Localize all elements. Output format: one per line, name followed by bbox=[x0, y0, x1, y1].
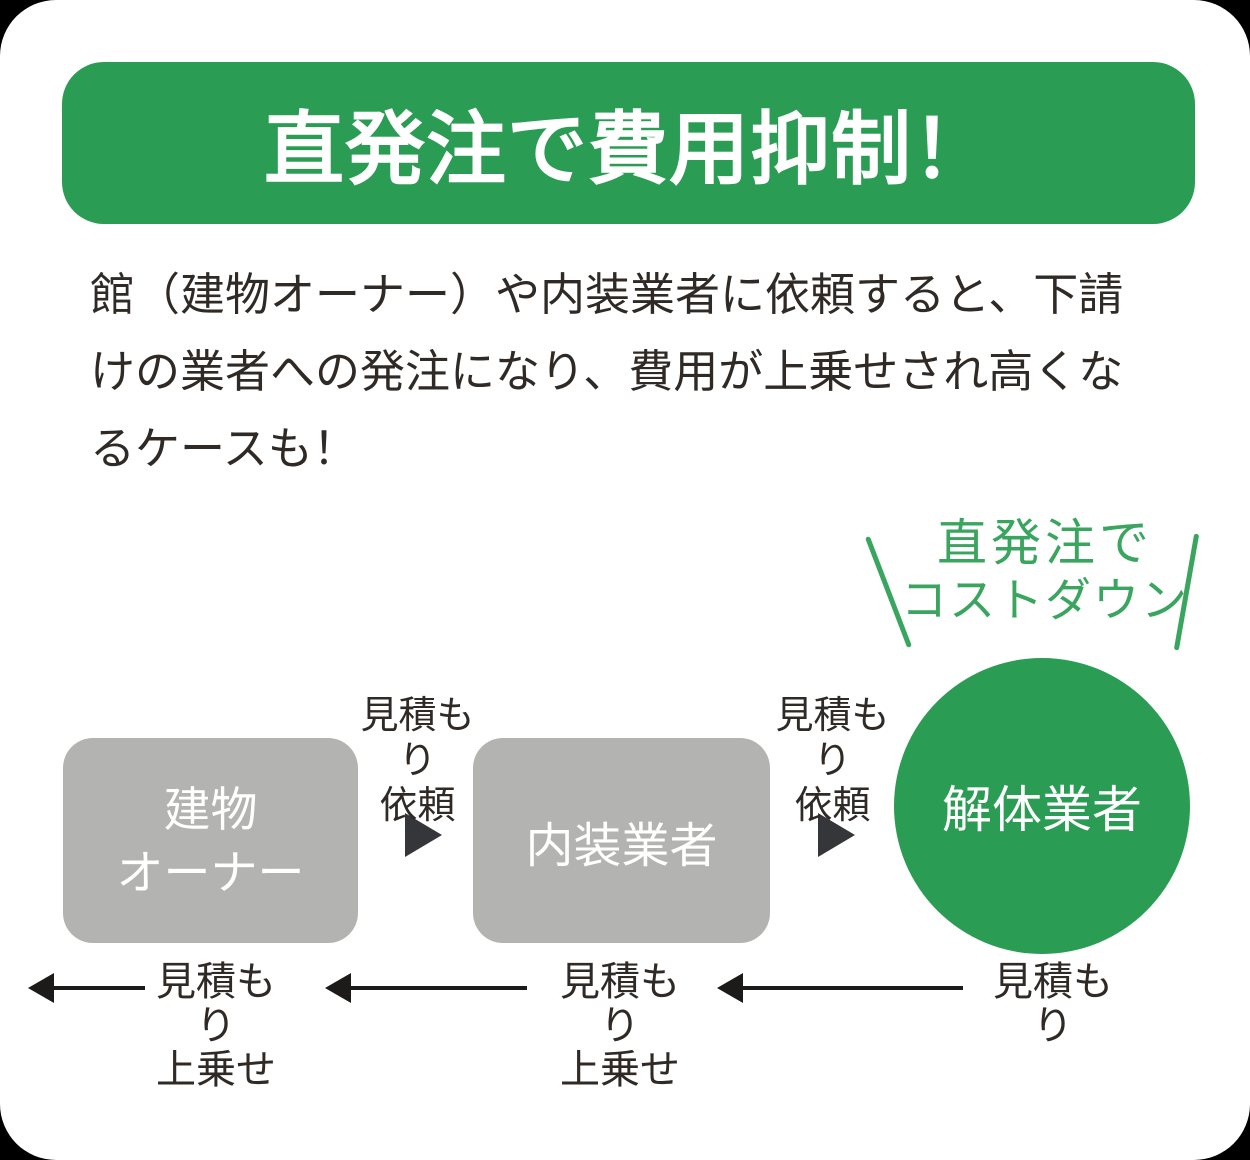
quote-request-label: 見積もり 依頼 bbox=[345, 694, 490, 829]
quote-label: 見積もり bbox=[978, 960, 1128, 1048]
quote-request-label: 見積もり 依頼 bbox=[760, 694, 905, 829]
label-line: 依頼 bbox=[379, 785, 456, 827]
intro-line: けの業者への発注になり、費用が上乗せされ高くな bbox=[90, 346, 1124, 397]
label-line: 見積もり bbox=[560, 960, 680, 1048]
arrow-right-icon bbox=[405, 813, 442, 857]
label-line: 上乗せ bbox=[560, 1048, 680, 1092]
label-line: 見積もり bbox=[993, 960, 1113, 1048]
arrow-shaft bbox=[54, 986, 145, 990]
arrow-right-icon bbox=[818, 813, 855, 857]
cost-down-callout: 直発注で コストダウン bbox=[880, 514, 1210, 628]
node-label: オーナー bbox=[116, 845, 305, 899]
node-label: 解体業者 bbox=[942, 782, 1142, 838]
title-banner: 直発注で費用抑制！ bbox=[62, 62, 1195, 224]
callout-line: コストダウン bbox=[901, 574, 1189, 626]
intro-text: 館（建物オーナー）や内装業者に依頼すると、下請 けの業者への発注になり、費用が上… bbox=[90, 256, 1190, 487]
arrow-shaft bbox=[743, 986, 963, 990]
label-line: 依頼 bbox=[794, 785, 871, 827]
arrow-left-icon bbox=[325, 973, 527, 1003]
node-label: 建物 bbox=[163, 782, 258, 836]
label-line: 見積もり bbox=[360, 695, 475, 782]
arrow-head bbox=[28, 973, 54, 1003]
node-label: 内装業者 bbox=[525, 819, 718, 873]
label-line: 見積もり bbox=[156, 960, 276, 1048]
intro-line: 館（建物オーナー）や内装業者に依頼すると、下請 bbox=[90, 269, 1124, 320]
label-line: 上乗せ bbox=[156, 1048, 276, 1092]
node-demolition-contractor: 解体業者 bbox=[894, 658, 1190, 954]
arrow-head bbox=[717, 973, 743, 1003]
arrow-shaft bbox=[351, 986, 527, 990]
arrow-left-icon bbox=[28, 973, 145, 1003]
quote-markup-label: 見積もり 上乗せ bbox=[141, 960, 291, 1092]
label-line: 見積もり bbox=[775, 695, 890, 782]
node-building-owner: 建物 オーナー bbox=[63, 738, 358, 943]
callout-line: 直発注で bbox=[937, 515, 1153, 571]
intro-line: るケースも！ bbox=[90, 423, 358, 474]
arrow-head bbox=[325, 973, 351, 1003]
page-title: 直発注で費用抑制！ bbox=[264, 105, 993, 194]
node-interior-contractor: 内装業者 bbox=[473, 738, 770, 943]
arrow-left-icon bbox=[717, 973, 963, 1003]
quote-markup-label: 見積もり 上乗せ bbox=[545, 960, 695, 1092]
